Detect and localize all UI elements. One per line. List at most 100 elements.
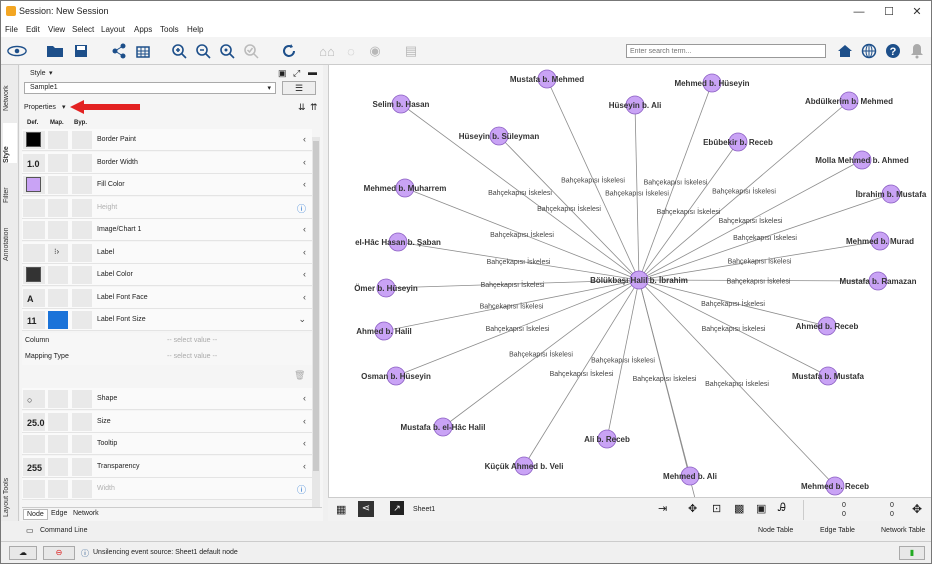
chevron-left-icon[interactable]: ‹	[303, 134, 306, 144]
cloud-button[interactable]: ☁	[9, 546, 37, 560]
info-icon[interactable]: ⓘ	[296, 485, 306, 495]
network-node[interactable]	[870, 231, 890, 251]
property-row[interactable]: Image/Chart 1‹	[22, 219, 312, 241]
float-panel-icon[interactable]: ▣	[278, 68, 287, 78]
mapping-cell[interactable]	[48, 198, 68, 217]
search-input[interactable]	[626, 44, 826, 58]
tab-network-table[interactable]: Network Table	[881, 527, 926, 534]
edge[interactable]	[638, 100, 850, 281]
edge[interactable]	[638, 279, 836, 487]
menu-help[interactable]: Help	[187, 25, 204, 34]
undock-panel-icon[interactable]: ⤢	[293, 68, 301, 78]
network-node[interactable]	[839, 91, 859, 111]
bypass-cell[interactable]	[72, 266, 92, 284]
default-value-cell[interactable]: 255	[23, 457, 45, 476]
network-node[interactable]	[514, 456, 534, 476]
import-network-icon[interactable]	[109, 41, 129, 61]
mapping-cell[interactable]	[48, 480, 68, 498]
import-table-icon[interactable]	[133, 41, 153, 61]
refresh-icon[interactable]	[279, 41, 299, 61]
properties-dropdown[interactable]: Properties	[24, 104, 56, 111]
chevron-left-icon[interactable]: ‹	[303, 415, 306, 426]
pan-icon[interactable]: ✥	[688, 503, 698, 515]
default-value-cell[interactable]	[23, 198, 45, 217]
bypass-cell[interactable]	[72, 311, 92, 329]
zoom-fit-icon[interactable]	[217, 41, 237, 61]
open-folder-icon[interactable]	[45, 41, 65, 61]
network-node[interactable]	[376, 278, 396, 298]
network-view-icon[interactable]: ⋖	[358, 501, 374, 517]
bypass-cell[interactable]	[72, 480, 92, 498]
mapping-cell[interactable]	[48, 288, 68, 307]
edge[interactable]	[638, 279, 829, 377]
edge[interactable]	[638, 159, 863, 281]
network-node[interactable]	[818, 366, 838, 386]
collapse-all-icon[interactable]: ⇊	[298, 102, 306, 112]
menu-file[interactable]: File	[5, 25, 18, 34]
edge[interactable]	[498, 135, 640, 281]
network-node[interactable]	[625, 95, 645, 115]
chevron-left-icon[interactable]: ‹	[303, 291, 306, 302]
export-image-icon[interactable]: ▤	[404, 43, 418, 58]
tab-network[interactable]: Network	[3, 71, 17, 111]
default-value-cell[interactable]	[23, 435, 45, 453]
expand-all-icon[interactable]: ⇈	[310, 102, 318, 112]
subtab-network[interactable]: Network	[73, 510, 99, 517]
bypass-cell[interactable]	[72, 153, 92, 172]
chevron-down-icon[interactable]: ⌄	[298, 314, 306, 324]
minimize-panel-icon[interactable]: ▬	[308, 67, 317, 77]
network-node[interactable]	[489, 126, 509, 146]
property-row[interactable]: Tooltip‹	[22, 433, 312, 455]
bypass-cell[interactable]	[72, 243, 92, 262]
edge[interactable]	[404, 187, 640, 281]
network-node[interactable]	[386, 366, 406, 386]
close-button[interactable]: ✕	[912, 6, 922, 18]
grid-view-icon[interactable]: ▦	[336, 504, 347, 516]
network-node[interactable]	[702, 73, 722, 93]
properties-scrollbar[interactable]	[312, 137, 320, 507]
edge[interactable]	[606, 279, 640, 440]
edge[interactable]	[638, 193, 892, 281]
zoom-in-icon[interactable]	[169, 41, 189, 61]
network-node[interactable]	[728, 132, 748, 152]
edge[interactable]	[523, 279, 640, 467]
expand-view-icon[interactable]: ↗	[390, 501, 404, 515]
chevron-left-icon[interactable]: ‹	[303, 393, 306, 403]
home-network-icon[interactable]: ⌂⌂	[319, 43, 335, 59]
bypass-cell[interactable]	[72, 457, 92, 476]
style-menu-caret-icon[interactable]: ▾	[49, 70, 53, 77]
memory-button[interactable]: ▮	[899, 546, 925, 560]
edge[interactable]	[638, 141, 739, 281]
subtab-edge[interactable]: Edge	[51, 510, 68, 517]
default-value-cell[interactable]: A	[23, 288, 45, 307]
subtab-node[interactable]: Node	[23, 509, 48, 520]
select-edges-icon[interactable]: ▩	[734, 503, 745, 515]
navigator-icon[interactable]: ✥	[912, 502, 923, 516]
bypass-cell[interactable]	[72, 176, 92, 194]
property-row[interactable]: Label Color‹	[22, 264, 312, 286]
chevron-left-icon[interactable]: ‹	[303, 460, 306, 471]
network-node[interactable]	[825, 476, 845, 496]
mapping-cell[interactable]	[48, 221, 68, 239]
bypass-cell[interactable]	[72, 435, 92, 453]
mapping-cell[interactable]	[48, 457, 68, 476]
chevron-left-icon[interactable]: ‹	[303, 179, 306, 189]
show-icon[interactable]: ◉	[369, 43, 381, 58]
default-value-cell[interactable]: 11	[23, 311, 45, 329]
command-line-row[interactable]: ▭ Command Line	[20, 523, 320, 539]
globe-icon[interactable]	[859, 41, 879, 61]
default-value-cell[interactable]: 25.0	[23, 412, 45, 431]
network-node[interactable]	[817, 316, 837, 336]
edge[interactable]	[400, 103, 640, 281]
menu-select[interactable]: Select	[72, 25, 95, 34]
mapping-cell[interactable]	[48, 412, 68, 431]
property-row[interactable]: Border Paint‹	[22, 129, 312, 151]
tab-node-table[interactable]: Node Table	[758, 527, 794, 534]
default-value-cell[interactable]	[23, 243, 45, 262]
